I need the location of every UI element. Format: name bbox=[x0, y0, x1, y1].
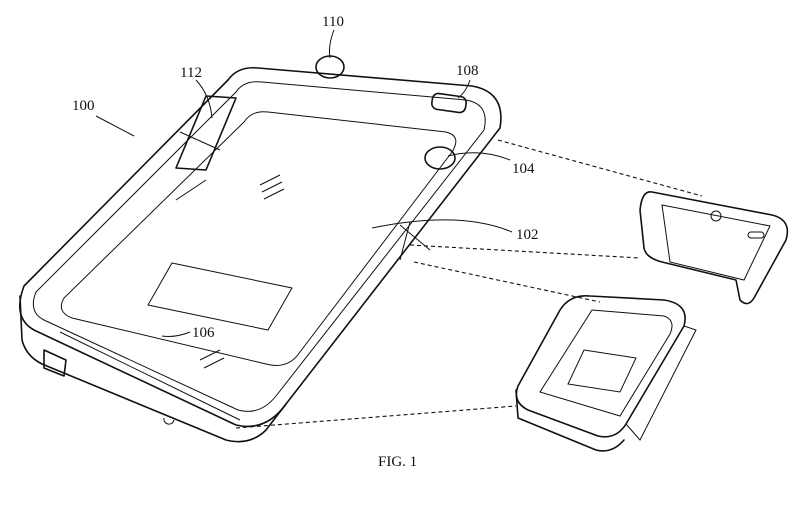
main-case bbox=[18, 55, 502, 443]
label-100: 100 bbox=[72, 98, 95, 114]
bottom-details bbox=[59, 331, 241, 425]
connector-port bbox=[43, 349, 67, 377]
leader-lines bbox=[95, 29, 513, 337]
label-112: 112 bbox=[180, 65, 202, 81]
case-side-face bbox=[19, 295, 287, 443]
opening-108 bbox=[431, 92, 467, 114]
case-floor bbox=[60, 111, 457, 366]
projection-lines bbox=[235, 139, 703, 429]
top-clip-piece bbox=[639, 191, 789, 305]
case-rim-inner bbox=[32, 81, 486, 412]
case-outer-outline bbox=[18, 66, 502, 428]
label-recess bbox=[147, 262, 293, 331]
bottom-case-piece bbox=[515, 294, 697, 452]
label-108: 108 bbox=[456, 63, 479, 79]
opening-104 bbox=[424, 146, 456, 170]
side-opening-112 bbox=[175, 95, 237, 171]
case-seam-lines bbox=[175, 131, 431, 261]
shading-hatches bbox=[199, 174, 285, 369]
label-110: 110 bbox=[322, 14, 344, 30]
figure-caption: FIG. 1 bbox=[378, 454, 417, 470]
label-102: 102 bbox=[516, 227, 539, 243]
label-106: 106 bbox=[192, 325, 215, 341]
label-104: 104 bbox=[512, 161, 535, 177]
